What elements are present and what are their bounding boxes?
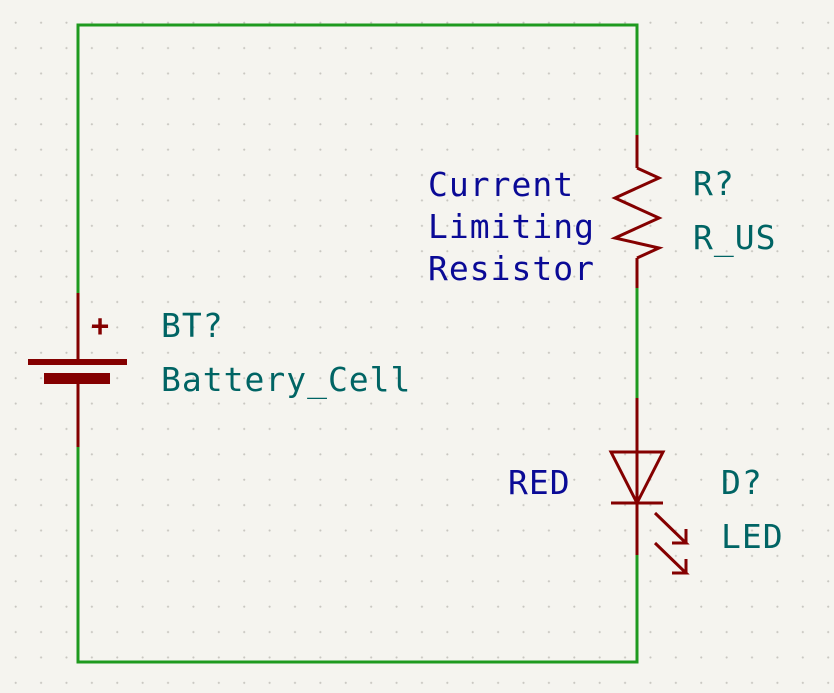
battery-plate-short [44,373,110,384]
led-triangle [608,450,666,507]
battery-reference-label[interactable]: BT? [161,306,224,345]
led-note-label[interactable]: RED [508,463,571,502]
led-emission-arrow-2 [653,541,690,575]
resistor-reference-label[interactable]: R? [693,164,735,203]
wire-bottom-loop[interactable] [76,447,639,664]
resistor-symbol[interactable] [610,135,664,288]
wires [76,23,639,664]
led-symbol[interactable] [608,398,690,575]
resistor-note-line-2: Limiting [428,207,595,246]
led-value-label[interactable]: LED [721,517,784,556]
resistor-value-label[interactable]: R_US [693,218,777,257]
battery-polarity-plus: + [91,309,109,344]
battery-symbol[interactable]: + [28,293,127,447]
resistor-zigzag [610,166,664,260]
resistor-note-line-1: Current [428,165,575,204]
led-emission-arrow-1 [653,511,690,545]
led-reference-label[interactable]: D? [721,463,763,502]
resistor-note-line-3: Resistor [428,249,595,288]
battery-value-label[interactable]: Battery_Cell [161,360,412,399]
wire-top-loop[interactable] [76,23,639,293]
